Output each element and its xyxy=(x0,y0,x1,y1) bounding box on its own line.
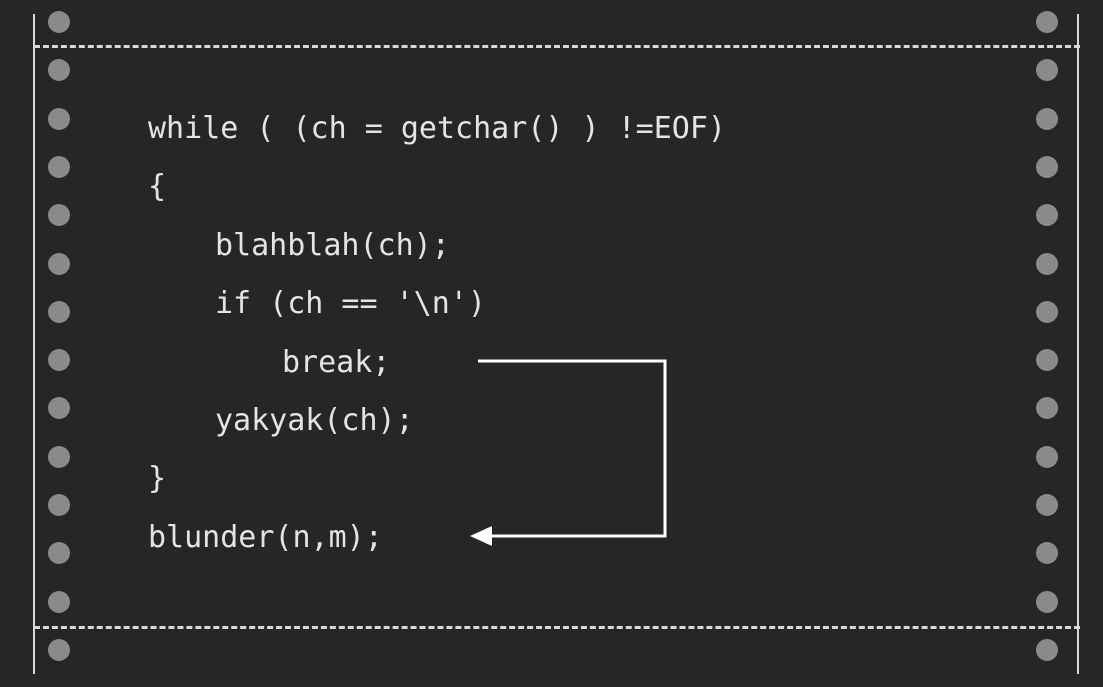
left-sprocket-hole-icon xyxy=(48,155,70,178)
right-border-line xyxy=(1077,14,1079,674)
code-line: yakyak(ch); xyxy=(215,403,414,438)
right-sprocket-hole-icon xyxy=(1036,349,1058,372)
left-sprocket-hole-icon xyxy=(48,349,70,372)
left-sprocket-hole-icon xyxy=(48,445,70,468)
right-sprocket-hole-icon xyxy=(1036,11,1058,33)
left-sprocket-hole-icon xyxy=(48,107,70,130)
left-sprocket-hole-icon xyxy=(48,59,70,82)
left-sprocket-hole-icon xyxy=(48,11,70,33)
left-sprocket-hole-icon xyxy=(48,397,70,420)
left-sprocket-hole-icon xyxy=(48,590,70,613)
code-line-break: break; xyxy=(282,344,391,380)
right-sprocket-hole-icon xyxy=(1036,542,1058,565)
arrow-head-icon xyxy=(470,526,492,546)
right-sprocket-hole-icon xyxy=(1036,590,1058,613)
right-sprocket-hole-icon xyxy=(1036,204,1058,227)
code-line: } xyxy=(148,461,167,497)
left-sprocket-hole-icon xyxy=(48,300,70,323)
right-sprocket-hole-icon xyxy=(1036,445,1058,468)
left-sprocket-hole-icon xyxy=(48,494,70,516)
code-line: { xyxy=(148,169,167,205)
left-sprocket-hole-icon xyxy=(48,252,70,275)
right-sprocket-hole-icon xyxy=(1036,300,1058,323)
arrow-path xyxy=(478,359,667,538)
left-sprocket-hole-icon xyxy=(48,638,70,661)
top-dashed-line xyxy=(34,45,1080,48)
left-sprocket-hole-icon xyxy=(48,204,70,227)
left-sprocket-hole-icon xyxy=(48,542,70,565)
bottom-dashed-line xyxy=(34,626,1080,629)
right-sprocket-hole-icon xyxy=(1036,252,1058,275)
code-line: blahblah(ch); xyxy=(215,227,450,263)
left-border-line xyxy=(33,14,35,674)
right-sprocket-hole-icon xyxy=(1036,494,1058,516)
right-sprocket-hole-icon xyxy=(1036,397,1058,420)
right-sprocket-hole-icon xyxy=(1036,107,1058,130)
code-line: while ( (ch = getchar() ) !=EOF) xyxy=(148,111,726,146)
code-line: if (ch == '\n') xyxy=(215,286,486,322)
right-sprocket-hole-icon xyxy=(1036,155,1058,178)
right-sprocket-hole-icon xyxy=(1036,638,1058,661)
code-line-target: blunder(n,m); xyxy=(148,519,383,555)
right-sprocket-hole-icon xyxy=(1036,59,1058,82)
